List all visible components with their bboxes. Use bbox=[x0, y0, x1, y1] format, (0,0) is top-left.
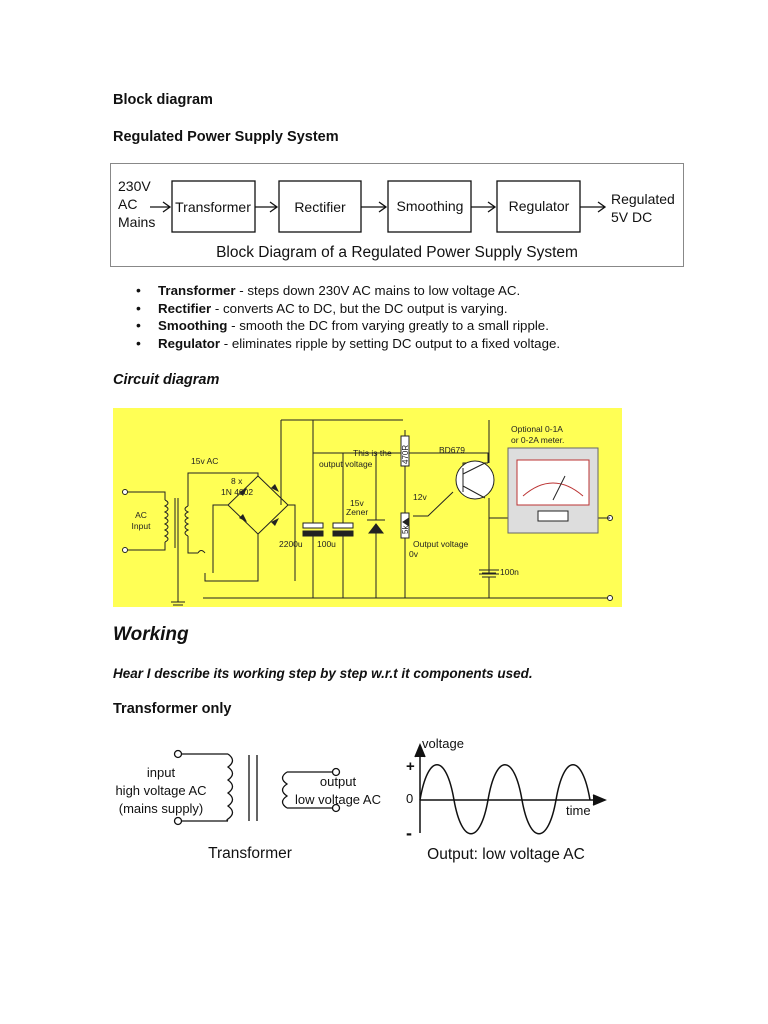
component-list: Transformer - steps down 230V AC mains t… bbox=[136, 282, 560, 352]
list-item: Transformer - steps down 230V AC mains t… bbox=[136, 282, 560, 300]
block-arrows bbox=[150, 201, 607, 213]
list-item: Regulator - eliminates ripple by setting… bbox=[136, 335, 560, 353]
heading-working: Working bbox=[113, 624, 189, 645]
graph-zero: 0 bbox=[406, 791, 413, 806]
block-diagram: 230V AC Mains Transformer Rectifier Smoo… bbox=[110, 163, 684, 267]
sine-wave bbox=[419, 764, 591, 835]
label-5k: 5k bbox=[401, 525, 410, 534]
ac-input-line2: Input bbox=[132, 521, 152, 531]
ac-waveform-graph: voltage + 0 - time Output: low voltage A… bbox=[406, 736, 607, 863]
graph-plus: + bbox=[406, 758, 415, 775]
heading-transformer-only: Transformer only bbox=[113, 701, 232, 717]
block-transformer-label: Transformer bbox=[175, 199, 251, 215]
heading-block-diagram: Block diagram bbox=[113, 92, 213, 108]
transformer-input-line2: high voltage AC bbox=[115, 783, 206, 798]
label-100n: 100n bbox=[500, 567, 519, 577]
block-rectifier bbox=[278, 180, 362, 233]
block-regulator-label: Regulator bbox=[509, 198, 570, 214]
transformer-output-line1: output bbox=[320, 774, 357, 789]
block-input-line1: 230V bbox=[118, 178, 151, 194]
label-0v: 0v bbox=[409, 549, 419, 559]
block-output-line1: Regulated bbox=[611, 191, 675, 207]
block-input-line3: Mains bbox=[118, 214, 155, 230]
label-470r: 470R bbox=[401, 445, 410, 464]
graph-xlabel: time bbox=[566, 803, 591, 818]
block-input-line2: AC bbox=[118, 196, 137, 212]
transformer-input-line3: (mains supply) bbox=[119, 801, 204, 816]
diodes-line2: 1N 4002 bbox=[221, 487, 253, 497]
label-2200u: 2200u bbox=[279, 539, 303, 549]
zener-line2: Zener bbox=[346, 507, 368, 517]
transformer-diagram: input high voltage AC (mains supply) out… bbox=[115, 749, 381, 862]
list-item: Rectifier - converts AC to DC, but the D… bbox=[136, 300, 560, 318]
graph-caption: Output: low voltage AC bbox=[427, 846, 585, 863]
graph-minus: - bbox=[406, 823, 412, 843]
transformer-caption: Transformer bbox=[208, 845, 292, 862]
output-note-line1: This is the bbox=[353, 448, 392, 458]
block-rectifier-label: Rectifier bbox=[294, 199, 346, 215]
label-15v-ac: 15v AC bbox=[191, 456, 218, 466]
zener-line1: 15v bbox=[350, 498, 364, 508]
label-12v: 12v bbox=[413, 492, 427, 502]
circuit-diagram: AC Input 15v AC 8 x 1N 4002 2200u 100u 1… bbox=[113, 408, 622, 607]
meter-line2: or 0-2A meter. bbox=[511, 435, 564, 445]
ac-input-line1: AC bbox=[135, 510, 147, 520]
block-caption: Block Diagram of a Regulated Power Suppl… bbox=[216, 244, 578, 261]
label-bd679: BD679 bbox=[439, 445, 465, 455]
block-output-line2: 5V DC bbox=[611, 209, 652, 225]
diodes-line1: 8 x bbox=[231, 476, 243, 486]
label-output-voltage: Output voltage bbox=[413, 539, 469, 549]
output-note-line2: output voltage bbox=[319, 459, 373, 469]
block-transformer bbox=[171, 180, 256, 233]
graph-ylabel: voltage bbox=[422, 736, 464, 751]
intro-text: Hear I describe its working step by step… bbox=[113, 666, 533, 681]
block-regulator bbox=[496, 180, 581, 233]
block-smoothing-label: Smoothing bbox=[397, 198, 464, 214]
label-100u: 100u bbox=[317, 539, 336, 549]
transformer-input-line1: input bbox=[147, 765, 176, 780]
meter-line1: Optional 0-1A bbox=[511, 424, 563, 434]
heading-regulated-system: Regulated Power Supply System bbox=[113, 129, 339, 145]
list-item: Smoothing - smooth the DC from varying g… bbox=[136, 317, 560, 335]
heading-circuit-diagram: Circuit diagram bbox=[113, 372, 220, 388]
transformer-output-line2: low voltage AC bbox=[295, 792, 381, 807]
